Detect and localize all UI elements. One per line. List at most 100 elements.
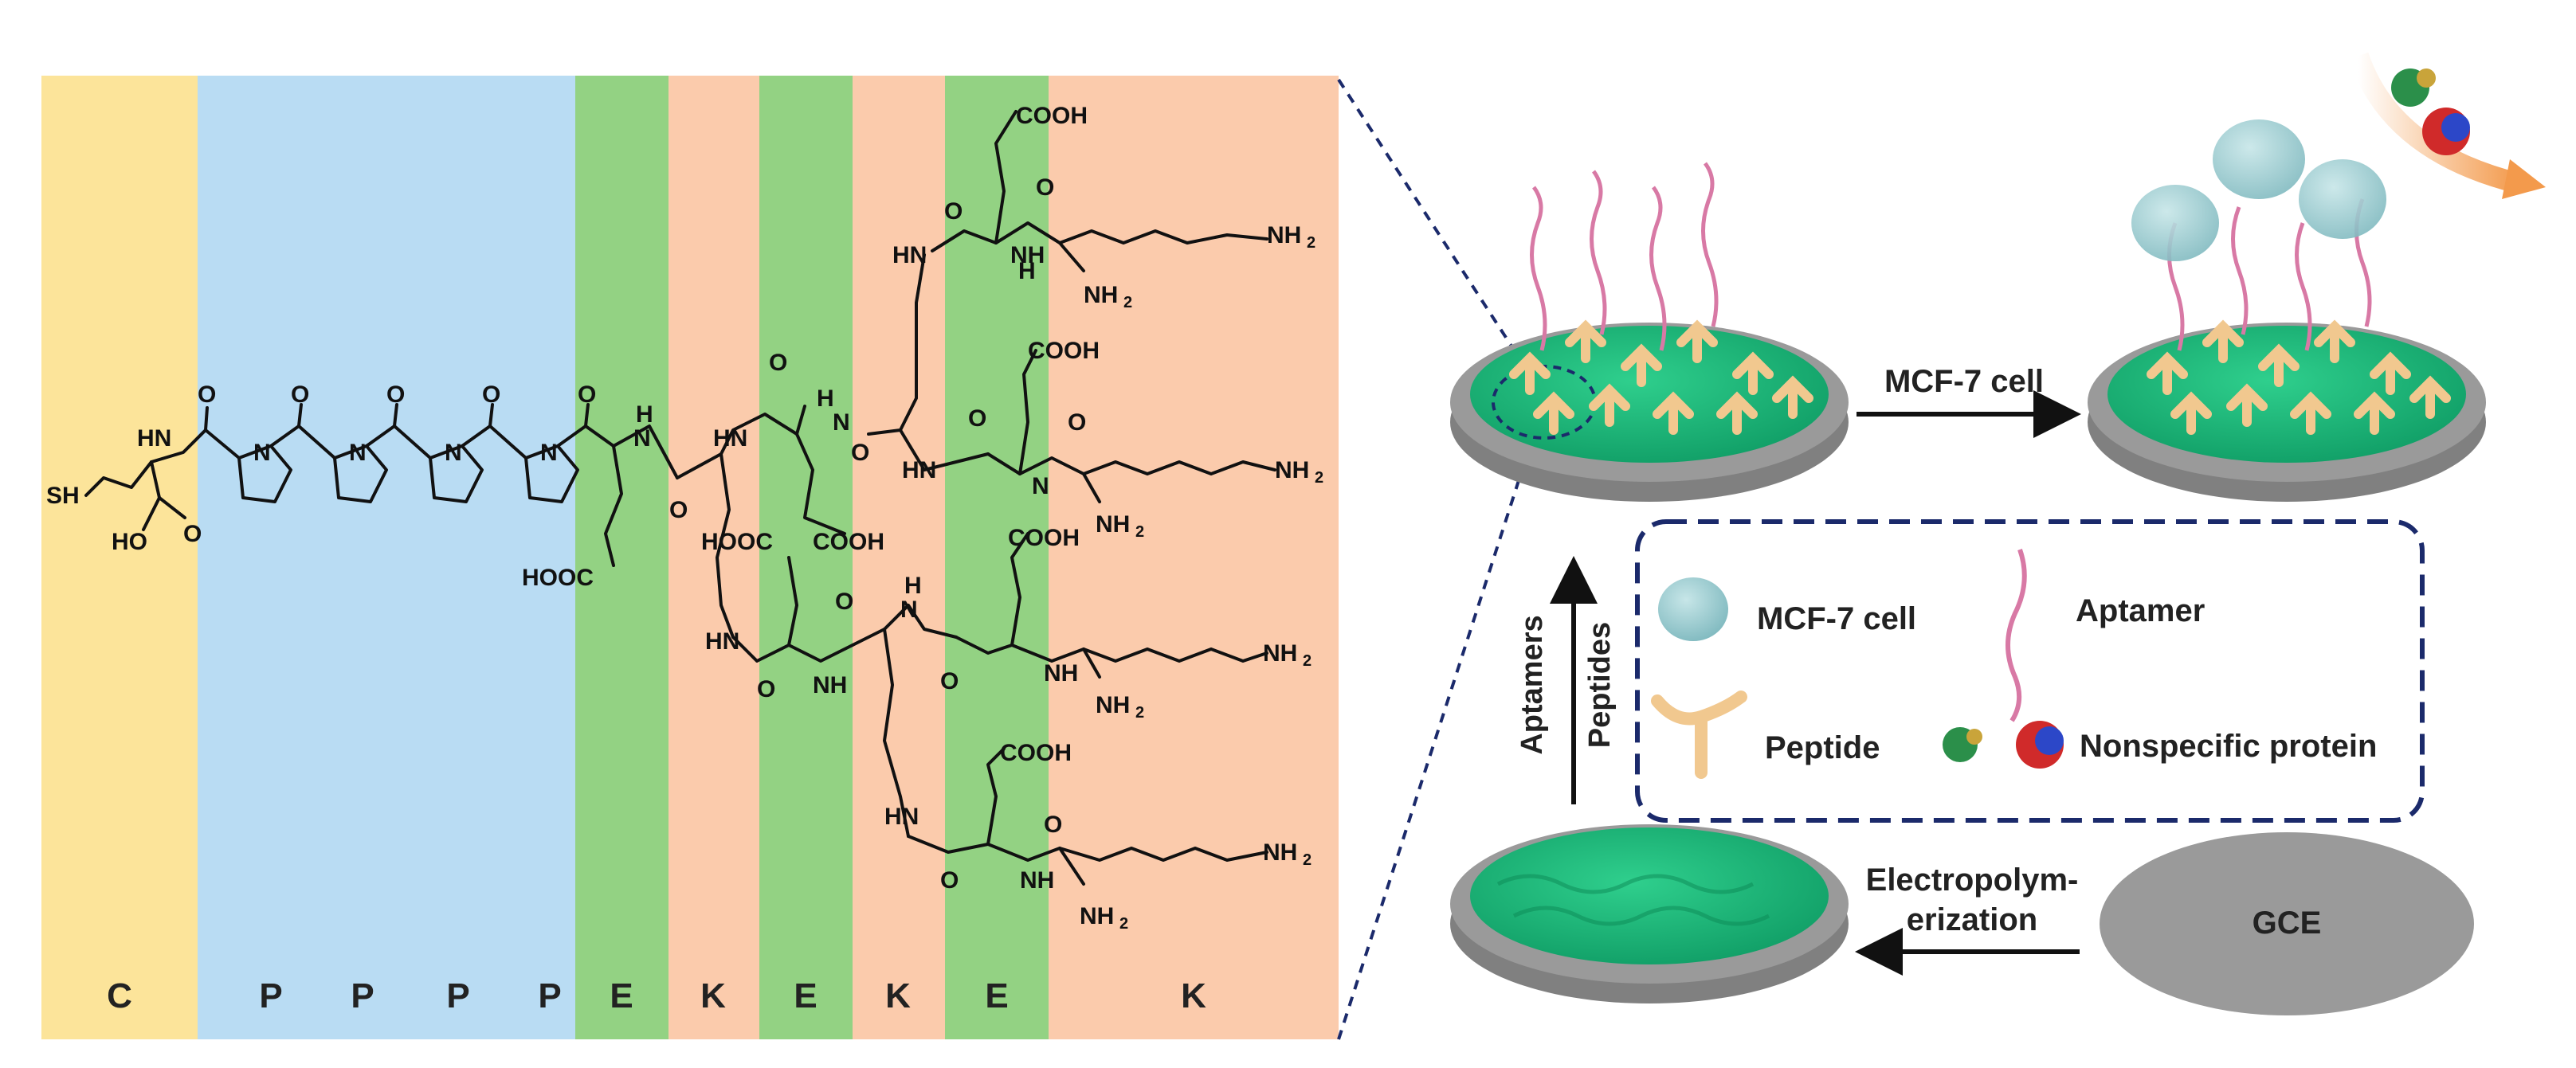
- arrow-capture: MCF-7 cell: [1857, 364, 2081, 438]
- t4-nh-1: NH: [1020, 867, 1054, 894]
- cooh-2: COOH: [1016, 103, 1088, 129]
- hn-group-1: HN: [137, 425, 171, 452]
- pro-o-4: O: [578, 381, 596, 408]
- residue-label-2: P: [259, 976, 282, 1015]
- band-k2: [853, 76, 945, 1039]
- residue-label-10: E: [985, 976, 1008, 1015]
- lys-o-1: O: [769, 350, 787, 376]
- lys-h-1: H: [817, 385, 834, 412]
- pro-n-4: N: [540, 440, 558, 466]
- top-h-1: H: [1018, 258, 1036, 284]
- peptide-structure: SH HO HN O O N N N N O O O: [46, 103, 1323, 933]
- electrode-modified: [1450, 162, 1849, 502]
- hn-group-3: HN: [892, 242, 927, 268]
- pro-o-1: O: [291, 381, 309, 408]
- hooc-1: HOOC: [522, 565, 594, 591]
- pro-n-1: N: [253, 440, 271, 466]
- legend-aptamer-icon: [2006, 549, 2027, 722]
- residue-label-6: E: [610, 976, 633, 1015]
- mid-n-1: N: [1032, 473, 1049, 499]
- captured-cells: [2131, 119, 2386, 261]
- band-e1: [575, 76, 669, 1039]
- top-o-2: O: [1036, 174, 1054, 201]
- hn-group-2: HN: [713, 425, 747, 452]
- residue-label-1: C: [107, 976, 132, 1015]
- arrow-label-aptamers: Aptamers: [1515, 615, 1549, 754]
- band-e2: [759, 76, 853, 1039]
- mid-o-1: O: [968, 405, 986, 432]
- electrode-polymer: [1450, 824, 1849, 1003]
- glu-h-1: H: [636, 401, 653, 428]
- arrow-label-peptides: Peptides: [1583, 622, 1617, 748]
- t4-o-1: O: [940, 867, 959, 894]
- hn-group-6: HN: [884, 804, 919, 830]
- hooc-2: HOOC: [701, 529, 773, 555]
- glu-n-1: N: [633, 425, 651, 452]
- legend-protein-icon: [1943, 721, 2064, 769]
- residue-labels: C P P P P E K E K E K: [107, 976, 1206, 1015]
- band-k3: [1049, 76, 1339, 1039]
- cooh-5: COOH: [1000, 740, 1072, 766]
- band-p: [198, 76, 575, 1039]
- release-arrowhead: [2502, 159, 2546, 199]
- t3-nh2-2-sub: 2: [1303, 652, 1312, 670]
- arrow-electro-label-1: Electropolym-: [1866, 863, 2079, 898]
- nonspecific-protein-top: [2391, 68, 2470, 155]
- low-nh-1: NH: [813, 672, 847, 698]
- residue-bands: [41, 76, 1339, 1039]
- residue-label-11: K: [1181, 976, 1206, 1015]
- t3-nh-1: NH: [1044, 660, 1078, 687]
- peptide-brush-1: [1509, 319, 1813, 435]
- t4-o-2: O: [1044, 812, 1062, 838]
- ho-group: HO: [112, 529, 147, 555]
- pro-n-2: N: [349, 440, 367, 466]
- t4-nh2-1-sub: 2: [1119, 915, 1128, 933]
- t4-nh2-1: NH: [1080, 903, 1114, 929]
- release-arc: [2348, 52, 2521, 194]
- mid-o-2: O: [1068, 409, 1086, 436]
- top-nh2-2: NH: [1267, 222, 1301, 248]
- arrow-electro-label-2: erization: [1907, 902, 2037, 937]
- legend-cell-icon: [1658, 577, 1728, 641]
- hn-group-4: HN: [902, 457, 936, 483]
- t3-nh2-2: NH: [1263, 640, 1297, 667]
- low-o-2: O: [835, 589, 853, 615]
- low-h-1: H: [904, 573, 922, 599]
- arrow-capture-label: MCF-7 cell: [1884, 364, 2044, 399]
- aptamer-strands-1: [1530, 162, 1719, 351]
- electrode-captured: [2088, 52, 2546, 502]
- gce-label: GCE: [2253, 906, 2322, 941]
- t3-o-1: O: [940, 668, 959, 694]
- residue-label-9: K: [885, 976, 911, 1015]
- legend: MCF-7 cell Aptamer Peptide Nonspecific p…: [1635, 519, 2425, 823]
- cooh-4: COOH: [1008, 525, 1080, 551]
- top-nh2-1: NH: [1084, 282, 1118, 308]
- band-k1: [669, 76, 759, 1039]
- t4-nh2-2: NH: [1263, 839, 1297, 866]
- legend-peptide-icon: [1651, 690, 1747, 779]
- sh-group: SH: [46, 483, 80, 509]
- residue-label-8: E: [794, 976, 817, 1015]
- top-nh-1: NH: [1010, 242, 1045, 268]
- peptide-brush-2: [2147, 319, 2451, 435]
- residue-label-5: P: [538, 976, 561, 1015]
- arrow-electropolymerization: Electropolym- erization: [1855, 863, 2080, 976]
- legend-box: [1635, 519, 2425, 823]
- residue-label-3: P: [351, 976, 374, 1015]
- mid-nh2-1: NH: [1096, 511, 1130, 538]
- mid-nh2-1-sub: 2: [1135, 523, 1144, 541]
- t3-nh2-1: NH: [1096, 692, 1130, 718]
- hn-group-5: HN: [705, 628, 739, 655]
- pro-o-3: O: [482, 381, 500, 408]
- legend-cell-label: MCF-7 cell: [1757, 601, 1916, 636]
- proline-rings: [204, 403, 615, 503]
- lys-n-1: N: [833, 409, 850, 436]
- t4-nh2-2-sub: 2: [1303, 851, 1312, 869]
- residue-label-7: K: [700, 976, 726, 1015]
- legend-protein-label: Nonspecific protein: [2080, 729, 2377, 764]
- pro-o-2: O: [386, 381, 405, 408]
- glu-o-1: O: [669, 497, 688, 523]
- pro-n-3: N: [445, 440, 462, 466]
- low-n-1: N: [900, 597, 918, 623]
